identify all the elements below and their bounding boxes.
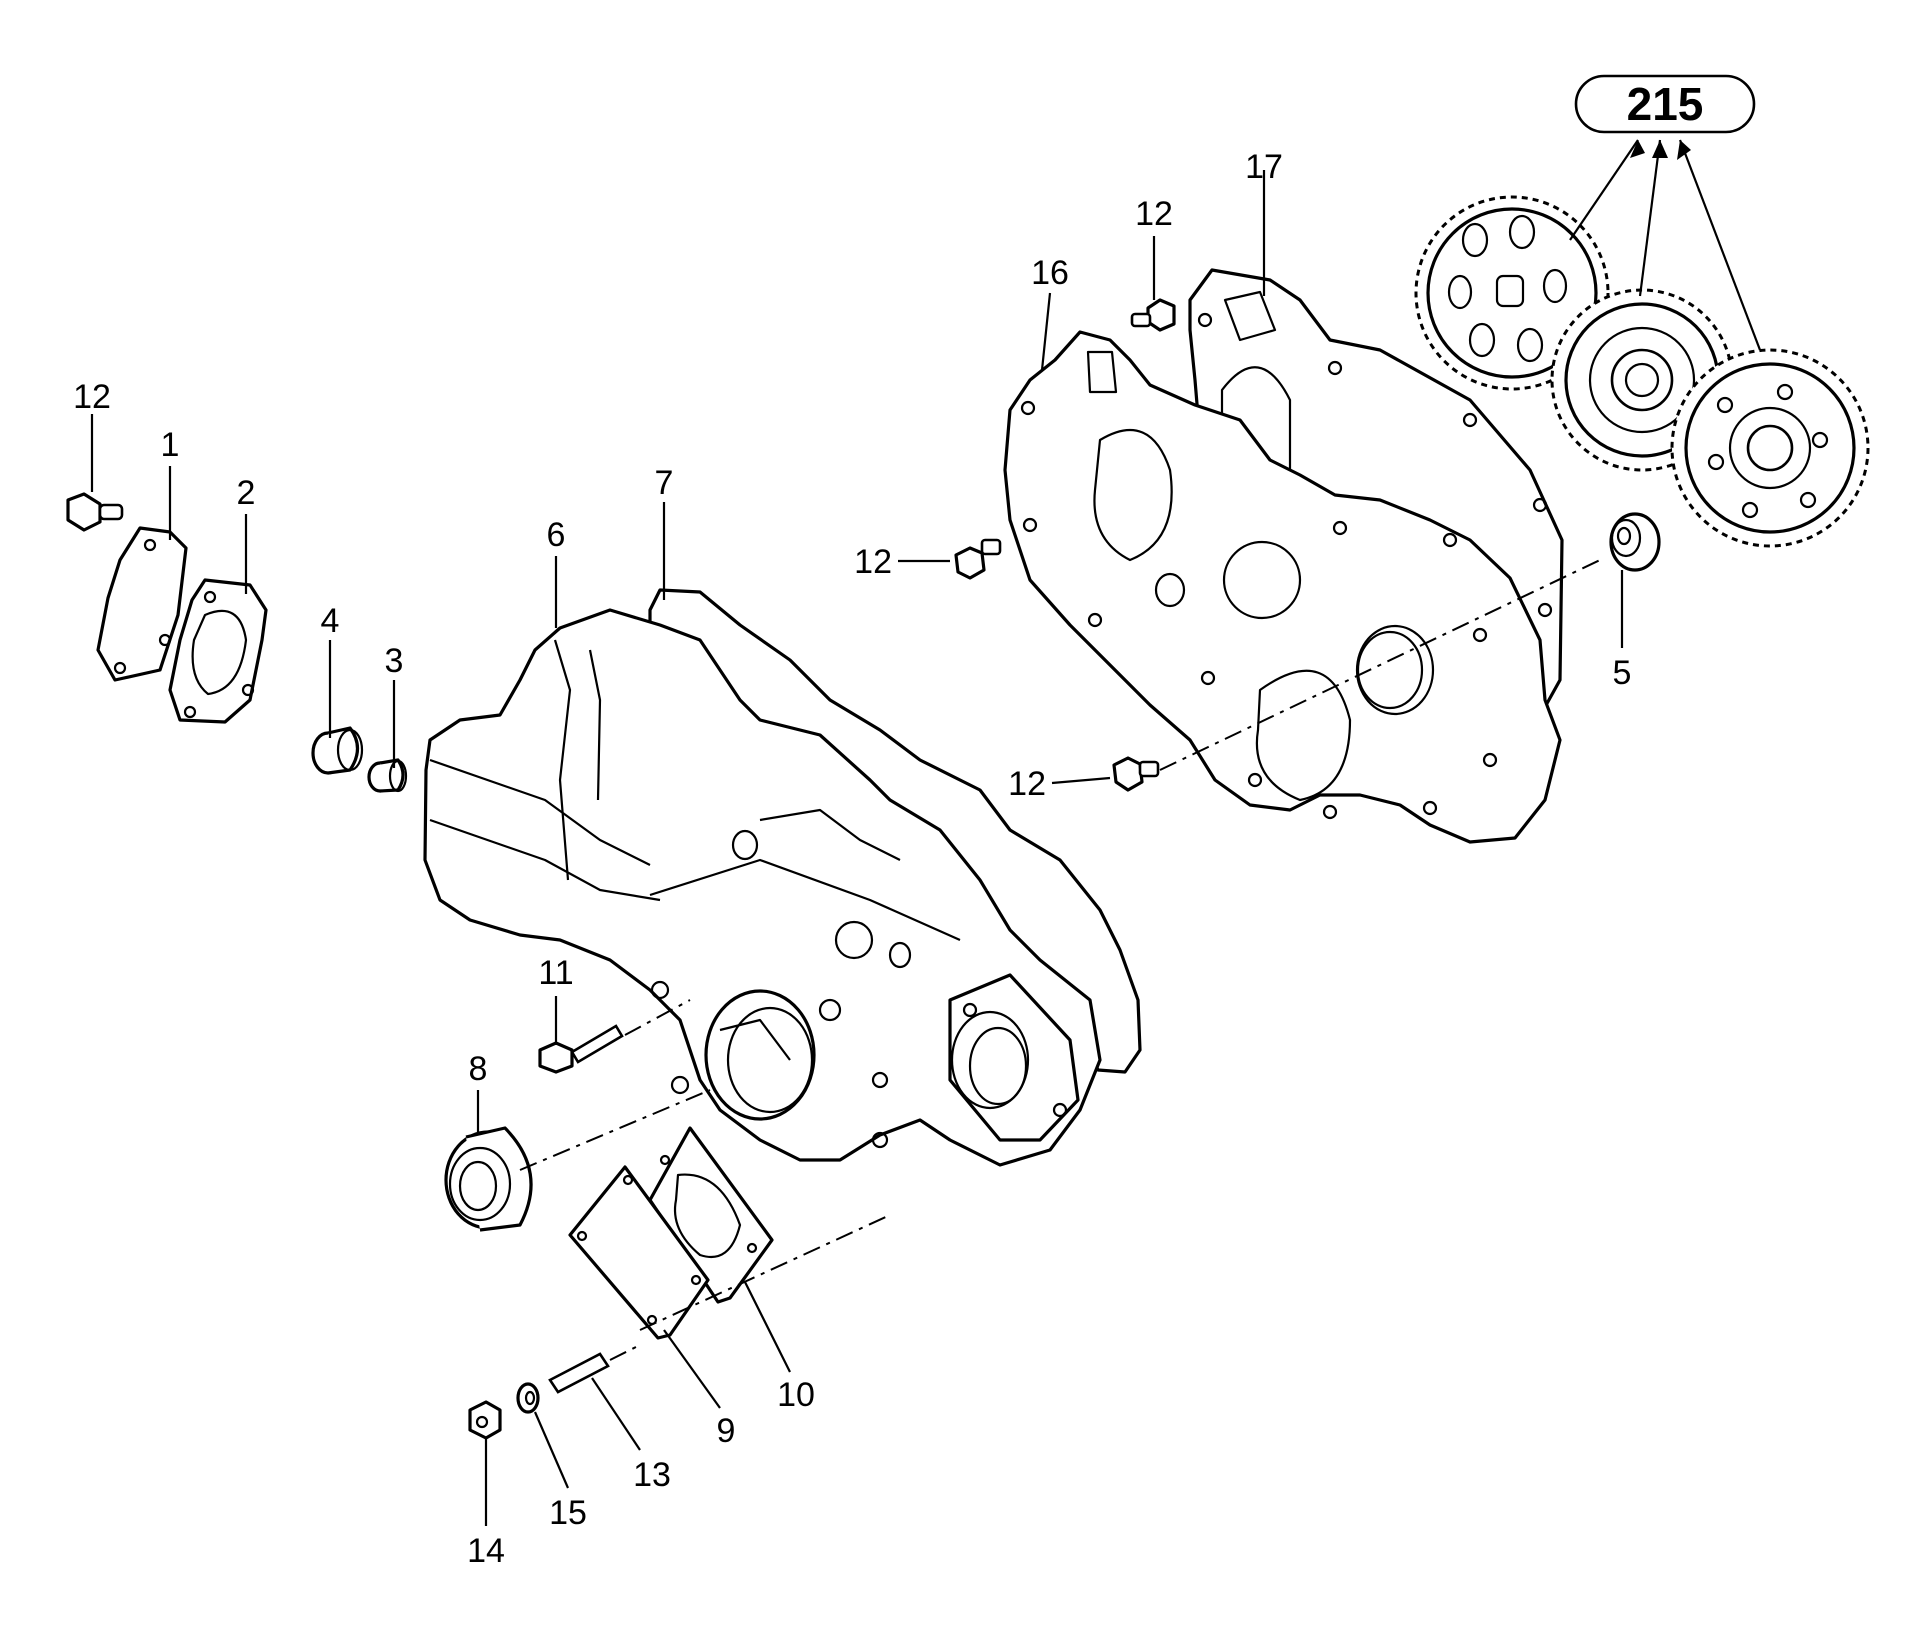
callout-labels: 12 1 2 4 3 6 7 11 8 9 10 13 14 15 5 16 1… [73,148,1631,1570]
bushing-3 [367,758,408,793]
callout-12-plate-top: 12 [1135,195,1173,233]
bolt-12-top-left [66,492,124,532]
cover-plate-9 [568,1165,710,1340]
bolt-11 [538,1024,624,1074]
callout-1: 1 [161,426,180,464]
callout-9: 9 [717,1412,736,1450]
callout-16: 16 [1031,254,1069,292]
bolt-12-plate-top [1130,298,1176,332]
oil-seal-8 [444,1126,533,1232]
gasket-10 [648,1126,774,1304]
callout-14: 14 [467,1532,505,1570]
callout-4: 4 [321,602,340,640]
callout-15: 15 [549,1494,587,1532]
callout-12-top-left: 12 [73,378,111,416]
callout-11: 11 [538,954,573,992]
bushing-4 [311,726,364,775]
leader-lines [90,170,1624,1526]
nut-14 [468,1400,502,1440]
assembly-215-badge: 215 [1569,74,1762,351]
gasket-2 [168,578,268,724]
gear-set [1414,195,1870,548]
callout-3: 3 [385,642,404,680]
callout-7: 7 [655,464,674,502]
bolt-12-plate-bottom [1112,756,1160,792]
callout-12-plate-left: 12 [854,543,892,581]
cover-plate-1 [96,526,188,682]
callout-17: 17 [1245,148,1283,186]
gear-right [1670,348,1870,548]
stud-13 [548,1352,610,1394]
callout-2: 2 [237,474,256,512]
washer-15 [516,1382,540,1414]
timing-cover-6 [423,608,1102,1167]
callout-10: 10 [777,1376,815,1414]
gear-left [1414,195,1610,391]
callout-6: 6 [547,516,566,554]
assembly-lines [519,559,1601,1361]
callout-13: 13 [633,1456,671,1494]
callout-12-plate-bottom: 12 [1008,765,1046,803]
assembly-215-label: 215 [1627,78,1704,130]
callout-8: 8 [469,1050,488,1088]
callout-5: 5 [1613,654,1632,692]
bolt-12-plate-left [954,538,1002,580]
plate-16 [1003,330,1562,844]
bearing-5 [1609,512,1661,572]
